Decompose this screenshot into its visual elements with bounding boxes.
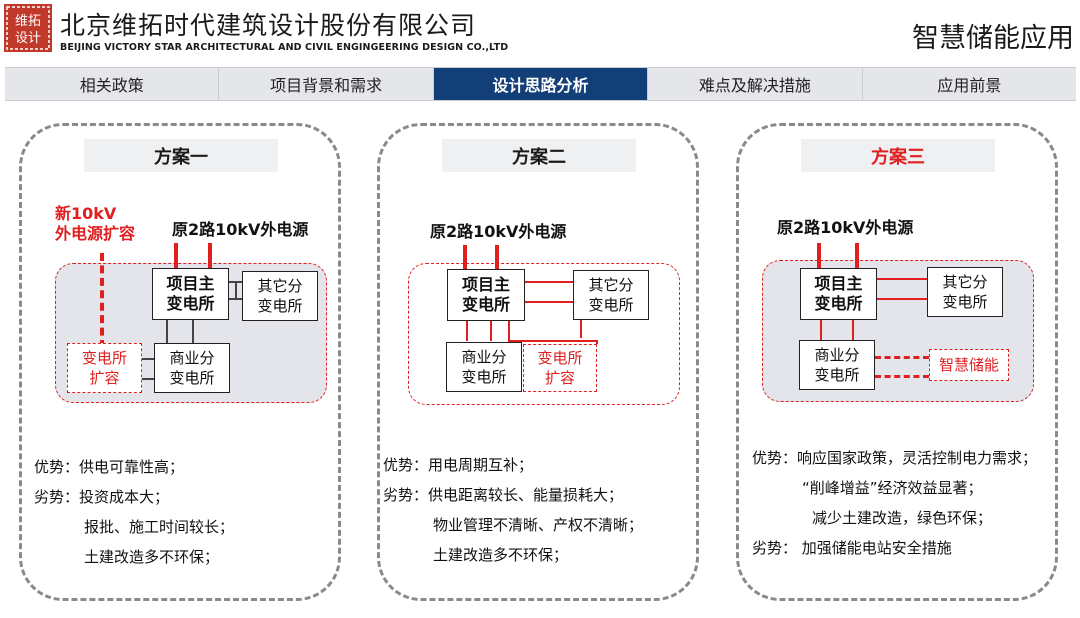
main-substation-box: 项目主变电所: [447, 269, 525, 321]
new-source-label: 新10kV 外电源扩容: [55, 204, 136, 243]
commercial-substation-box: 商业分变电所: [799, 340, 875, 390]
source-label: 原2路10kV外电源: [777, 218, 914, 237]
scheme-2-panel: 方案二 原2路10kV外电源 项目主变电所 其它分变电所 商业分变电所 变电所扩…: [377, 123, 699, 601]
expansion-substation-box: 变电所扩容: [67, 343, 142, 393]
tab-difficulties[interactable]: 难点及解决措施: [648, 68, 863, 100]
tab-background[interactable]: 项目背景和需求: [219, 68, 434, 100]
company-name-cn: 北京维拓时代建筑设计股份有限公司: [60, 11, 477, 40]
tab-policy[interactable]: 相关政策: [5, 68, 220, 100]
link-line: [525, 301, 573, 303]
scheme-1-panel: 方案一 新10kV 外电源扩容 原2路10kV外电源 项目主变电所 其它分变电所…: [19, 123, 341, 601]
expansion-substation-box: 变电所扩容: [523, 344, 597, 392]
scheme-title: 方案三: [801, 139, 995, 172]
commercial-substation-box: 商业分变电所: [154, 343, 230, 393]
logo-text-top: 维拓: [15, 14, 41, 29]
link-line: [877, 298, 927, 300]
link-line: [852, 318, 854, 340]
scheme-3-panel: 方案三 原2路10kV外电源 项目主变电所 其它分变电所 商业分变电所 智慧储能…: [736, 123, 1058, 601]
tab-design-analysis[interactable]: 设计思路分析: [433, 68, 649, 100]
feeder-line: [817, 243, 821, 269]
link-line: [820, 318, 822, 340]
link-line: [235, 281, 237, 298]
link-line: [142, 358, 154, 360]
feeder-line: [463, 245, 467, 270]
commercial-substation-box: 商业分变电所: [446, 342, 522, 392]
link-line: [580, 320, 582, 338]
link-line: [166, 319, 168, 343]
feeder-line: [208, 243, 212, 270]
link-line: [192, 319, 194, 343]
storage-link-line: [875, 375, 929, 378]
smart-storage-box: 智慧储能: [929, 349, 1009, 381]
link-line: [490, 319, 492, 341]
source-label: 原2路10kV外电源: [430, 222, 567, 241]
link-line: [142, 378, 154, 380]
link-line: [596, 340, 598, 344]
other-substation-box: 其它分变电所: [242, 271, 318, 321]
logo-text-bottom: 设计: [15, 31, 41, 46]
main-substation-box: 项目主变电所: [152, 268, 229, 320]
tab-prospects[interactable]: 应用前景: [937, 76, 1002, 95]
scheme-1-description: 优势：供电可靠性高； 劣势：投资成本大； 报批、施工时间较长； 土建改造多不环保…: [34, 458, 235, 566]
scheme-title: 方案一: [84, 139, 278, 172]
feeder-line: [174, 243, 178, 270]
scheme-2-description: 优势：用电周期互补； 劣势：供电距离较长、能量损耗大； 物业管理不清晰、产权不清…: [383, 456, 644, 564]
link-line: [229, 298, 243, 300]
top-nav: 相关政策 项目背景和需求 设计思路分析 难点及解决措施 应用前景: [5, 67, 1076, 101]
storage-link-line: [875, 356, 929, 359]
scheme-title: 方案二: [442, 139, 636, 172]
link-line: [508, 319, 510, 341]
source-label: 原2路10kV外电源: [172, 220, 309, 239]
company-name-en: BEIJING VICTORY STAR ARCHITECTURAL AND C…: [60, 42, 509, 53]
feeder-line: [495, 245, 499, 270]
other-substation-box: 其它分变电所: [573, 270, 649, 320]
substation-zone: [408, 263, 680, 405]
link-line: [525, 281, 573, 283]
link-line: [877, 278, 927, 280]
scheme-3-description: 优势：响应国家政策，灵活控制电力需求； “削峰增益”经济效益显著； 减少土建改造…: [752, 449, 1038, 557]
new-feeder-line: [100, 253, 104, 348]
link-line: [466, 319, 468, 341]
company-logo: 维拓 设计: [4, 4, 52, 52]
feeder-line: [855, 243, 859, 269]
page-title: 智慧储能应用: [912, 23, 1074, 54]
link-line: [508, 340, 596, 342]
other-substation-box: 其它分变电所: [927, 267, 1003, 317]
main-substation-box: 项目主变电所: [800, 268, 877, 320]
